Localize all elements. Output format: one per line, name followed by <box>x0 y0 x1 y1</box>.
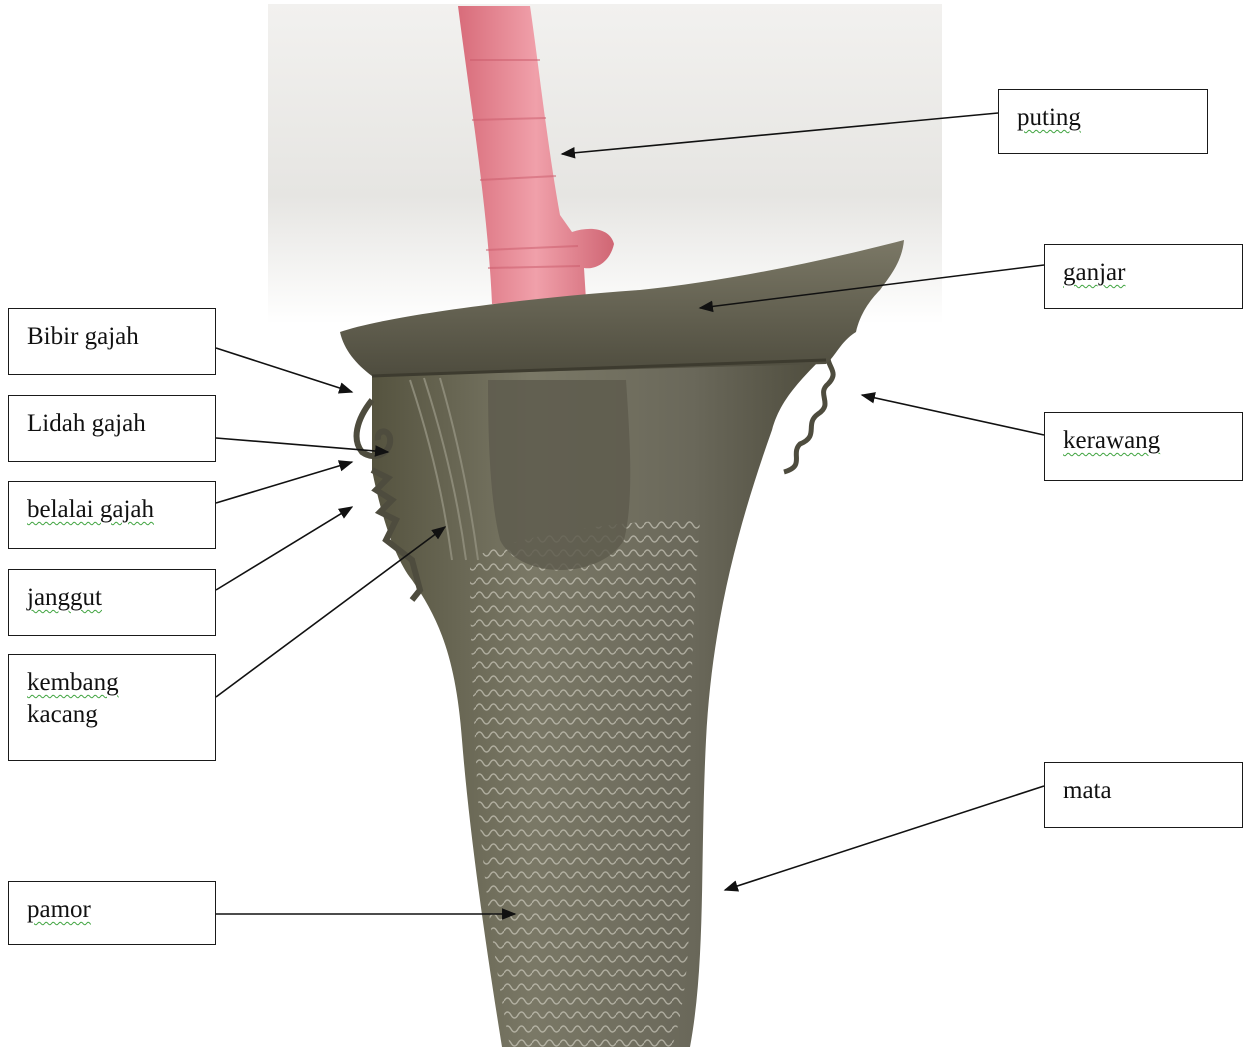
arrow-janggut <box>216 507 352 590</box>
label-kembang-kacang-line1: kembang <box>27 667 197 699</box>
pamor-pattern <box>470 520 700 1047</box>
arrow-kerawang <box>862 395 1044 435</box>
label-belalai-gajah-text: belalai gajah <box>27 494 197 526</box>
label-mata-text: mata <box>1063 775 1224 807</box>
label-puting-text: puting <box>1017 102 1189 134</box>
label-lidah-gajah: Lidah gajah <box>8 395 216 462</box>
label-kerawang: kerawang <box>1044 412 1243 481</box>
arrow-kembang-kacang <box>216 527 445 697</box>
arrow-mata <box>725 786 1044 890</box>
keris-photograph <box>268 4 942 1047</box>
label-pamor: pamor <box>8 881 216 945</box>
label-kerawang-text: kerawang <box>1063 425 1224 457</box>
label-ganjar: ganjar <box>1044 244 1243 309</box>
arrow-bibir-gajah <box>216 348 352 392</box>
label-kembang-kacang: kembang kacang <box>8 654 216 761</box>
gandik <box>488 380 630 570</box>
label-pamor-text: pamor <box>27 894 197 926</box>
label-kembang-kacang-line2: kacang <box>27 699 197 731</box>
label-bibir-gajah-text: Bibir gajah <box>27 321 197 353</box>
label-puting: puting <box>998 89 1208 154</box>
label-mata: mata <box>1044 762 1243 828</box>
label-lidah-gajah-text: Lidah gajah <box>27 408 197 440</box>
label-belalai-gajah: belalai gajah <box>8 481 216 549</box>
arrow-belalai-gajah <box>216 462 352 503</box>
label-janggut: janggut <box>8 569 216 636</box>
label-ganjar-text: ganjar <box>1063 257 1224 289</box>
label-bibir-gajah: Bibir gajah <box>8 308 216 375</box>
arrow-lidah-gajah <box>216 438 388 452</box>
label-janggut-text: janggut <box>27 582 197 614</box>
